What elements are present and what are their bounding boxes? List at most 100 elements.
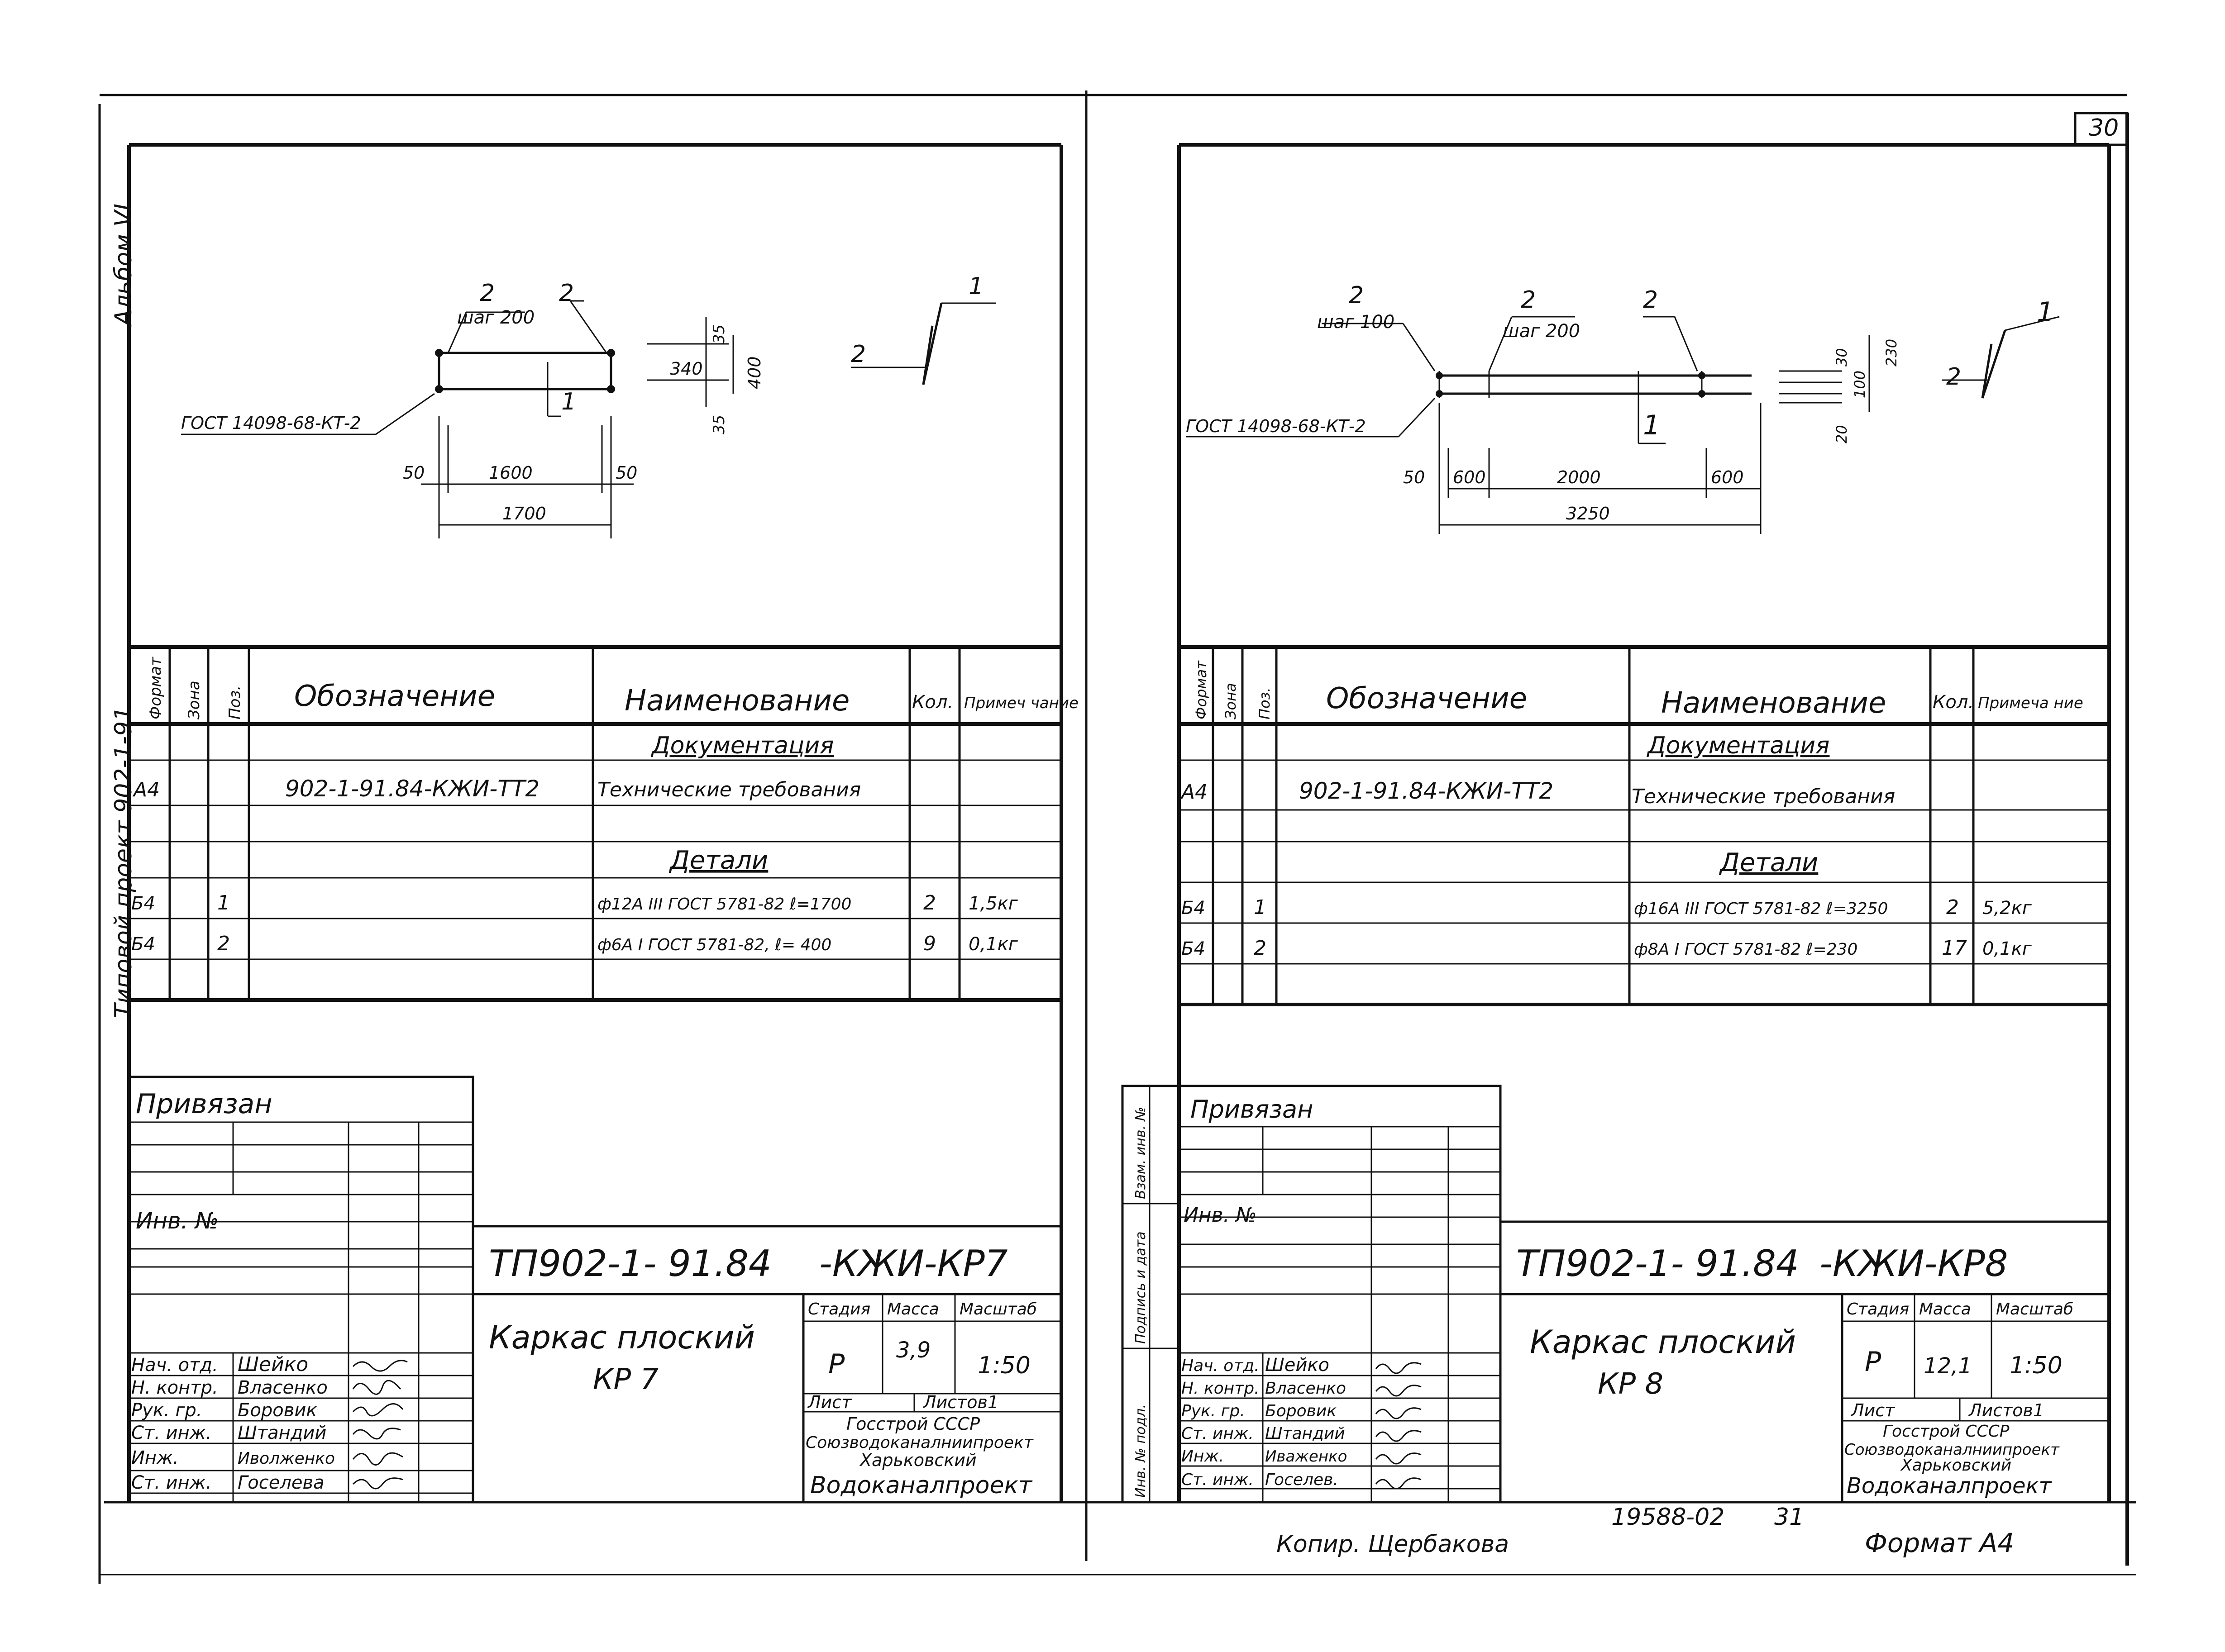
left-staff-name-2: Власенко <box>238 1377 328 1398</box>
left-row1-qty: 2 <box>923 891 936 914</box>
left-staff-role-5: Инж. <box>131 1447 179 1468</box>
left-title-line1: Каркас плоский <box>489 1319 755 1356</box>
right-dim-20: 20 <box>1833 425 1850 443</box>
right-doc-designation: 902-1-91.84-КЖИ-ТТ2 <box>1299 778 1553 804</box>
right-col-qty: Кол. <box>1933 692 1974 713</box>
right-staff-name-5: Иваженко <box>1265 1447 1347 1466</box>
outer-frame <box>98 90 2136 1584</box>
left-staff-name-3: Боровик <box>238 1400 317 1421</box>
right-linked-label: Привязан <box>1190 1095 1313 1124</box>
right-strip-vzam: Взам. инв. № <box>1133 1107 1149 1199</box>
archive-number: 19588-02 <box>1611 1504 1724 1531</box>
right-mass-label: Масса <box>1919 1300 1971 1319</box>
left-pos2-label-b: 2 <box>559 280 574 307</box>
left-row2-format: Б4 <box>131 934 155 955</box>
right-staff-role-6: Ст. инж. <box>1181 1471 1254 1489</box>
project-label: Типовой проект 902-1-91 <box>110 706 137 1018</box>
left-mass-value: 3,9 <box>896 1338 931 1363</box>
left-staff-role-6: Ст. инж. <box>131 1472 212 1493</box>
right-staff-list: Нач. отд. Шейко Н. контр. Власенко Рук. … <box>1181 1355 1347 1489</box>
right-org-3: Харьковский <box>1900 1456 2011 1475</box>
left-col-note: Примеч чание <box>964 694 1079 712</box>
left-staff-name-1: Шейко <box>238 1353 308 1376</box>
left-row2-name: ф6А I ГОСТ 5781-82, ℓ= 400 <box>597 936 831 954</box>
right-dim-50: 50 <box>1403 467 1425 487</box>
left-staff-role-4: Ст. инж. <box>131 1423 212 1443</box>
right-detail-pos2: 2 <box>1946 363 1961 390</box>
left-dim-50b: 50 <box>616 463 637 483</box>
right-scale-label: Масштаб <box>1996 1300 2073 1319</box>
right-scale-value: 1:50 <box>2010 1352 2063 1379</box>
left-row1-format: Б4 <box>131 893 155 914</box>
right-pos2-label-a: 2 <box>1349 282 1364 309</box>
right-row1-format: Б4 <box>1181 898 1205 919</box>
left-sheet-label: Лист <box>807 1392 852 1412</box>
left-col-designation: Обозначение <box>294 680 495 713</box>
left-dim-1600: 1600 <box>489 463 533 483</box>
archive-sheet: 31 <box>1774 1504 1804 1531</box>
left-staff-list: Нач. отд. Шейко Н. контр. Власенко Рук. … <box>131 1353 335 1493</box>
left-col-zone: Зона <box>185 681 203 719</box>
left-section-details: Детали <box>668 846 768 875</box>
left-drawing-code: ТП902-1- 91.84 <box>489 1243 772 1285</box>
right-section-details: Детали <box>1719 848 1818 877</box>
right-detail-row: Б4 1 ф16А III ГОСТ 5781-82 ℓ=3250 2 5,2к… <box>1181 896 2032 919</box>
right-spec-table-grid <box>1179 645 2109 1006</box>
right-row1-note: 5,2кг <box>1982 898 2032 919</box>
left-dim-1700: 1700 <box>502 504 546 524</box>
left-inv-no-label: Инв. № <box>136 1208 219 1234</box>
left-scale-value: 1:50 <box>978 1352 1031 1379</box>
right-org-2: Союзводоканалниипроект <box>1844 1441 2060 1459</box>
left-col-name: Наименование <box>625 684 850 718</box>
left-drawing-code-suffix: -КЖИ-КР7 <box>819 1243 1008 1285</box>
right-step-label-1: шаг 100 <box>1317 312 1394 333</box>
right-sheet: 2 шаг 100 2 шаг 200 2 1 ГОСТ 14098-68-КТ… <box>1121 143 2111 1504</box>
right-pos1-label: 1 <box>1643 409 1660 441</box>
right-row1-name: ф16А III ГОСТ 5781-82 ℓ=3250 <box>1634 900 1888 918</box>
left-row2-note: 0,1кг <box>969 934 1018 955</box>
left-title-line2: КР 7 <box>593 1363 659 1396</box>
right-row1-qty: 2 <box>1946 896 1959 919</box>
left-dim-400: 400 <box>745 356 764 389</box>
left-detail-pos1: 1 <box>969 273 984 300</box>
right-org-4: Водоканалпроект <box>1847 1473 2052 1499</box>
right-staff-name-3: Боровик <box>1265 1402 1337 1420</box>
left-row2-qty: 9 <box>923 932 936 955</box>
left-dim-340: 340 <box>670 359 703 379</box>
left-doc-designation: 902-1-91.84-КЖИ-ТТ2 <box>285 776 540 802</box>
right-stage-value: Р <box>1865 1346 1881 1378</box>
left-row1-name: ф12А III ГОСТ 5781-82 ℓ=1700 <box>597 895 851 914</box>
left-scale-label: Масштаб <box>960 1300 1037 1319</box>
right-pos2-label-c: 2 <box>1643 286 1658 314</box>
left-col-qty: Кол. <box>912 692 953 713</box>
right-dim-600a: 600 <box>1453 467 1486 487</box>
left-sheets-label: Листов1 <box>922 1392 998 1412</box>
right-title-line2: КР 8 <box>1598 1367 1663 1401</box>
left-staff-role-1: Нач. отд. <box>131 1355 218 1376</box>
left-row1-note: 1,5кг <box>969 893 1018 914</box>
right-staff-role-5: Инж. <box>1181 1447 1224 1466</box>
right-sheets-label: Листов1 <box>1968 1400 2044 1420</box>
left-staff-name-4: Штандий <box>238 1423 326 1443</box>
left-org-3: Харьковский <box>859 1450 977 1470</box>
right-dim-230: 230 <box>1883 339 1900 367</box>
right-mass-value: 12,1 <box>1924 1353 1972 1379</box>
left-dim-35-bottom: 35 <box>710 415 728 434</box>
right-row2-qty: 17 <box>1942 937 1967 960</box>
copied-by: Копир. Щербакова <box>1276 1531 1509 1558</box>
right-dim-2000: 2000 <box>1557 467 1601 487</box>
right-inv-no-label: Инв. № <box>1184 1204 1256 1227</box>
right-col-name: Наименование <box>1661 686 1886 720</box>
left-detail-pos2: 2 <box>851 341 866 368</box>
right-pos2-label-b: 2 <box>1521 286 1536 314</box>
left-dim-50a: 50 <box>403 463 425 483</box>
right-strip-signature-date: Подпись и дата <box>1133 1232 1149 1344</box>
right-col-pos: Поз. <box>1256 687 1273 719</box>
right-title-line1: Каркас плоский <box>1530 1324 1796 1361</box>
left-pos2-label-a: 2 <box>480 280 495 307</box>
left-staff-role-2: Н. контр. <box>131 1377 218 1398</box>
right-title-block-grid <box>1178 1085 2109 1504</box>
right-row2-format: Б4 <box>1181 938 1205 959</box>
left-col-format: Формат <box>147 657 165 719</box>
right-sheet-label: Лист <box>1850 1400 1896 1420</box>
